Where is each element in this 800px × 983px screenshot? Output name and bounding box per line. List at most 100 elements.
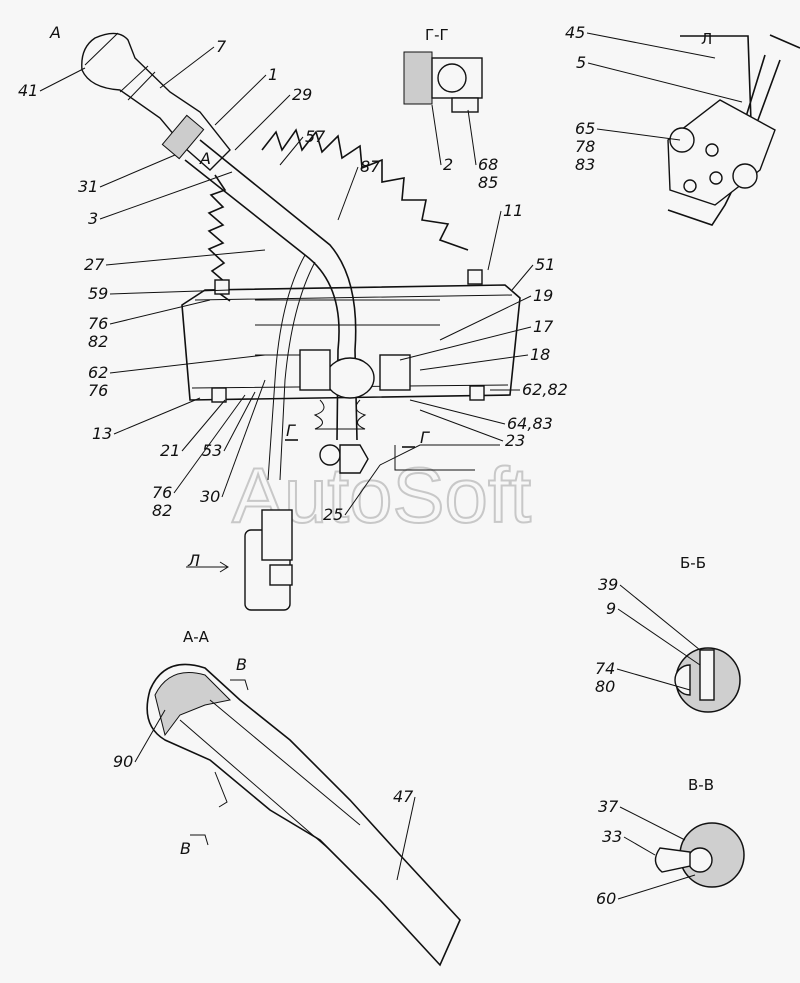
callout-17: 17 bbox=[399, 317, 554, 361]
callout-number: 2 bbox=[443, 155, 453, 174]
leader-line bbox=[619, 806, 686, 841]
leader-line bbox=[134, 709, 166, 763]
callout-45: 45 bbox=[565, 23, 716, 59]
leader-line bbox=[439, 295, 532, 341]
callout-19: 19 bbox=[439, 286, 553, 341]
callout-number: 64,83 bbox=[507, 414, 553, 433]
callout-number: 11 bbox=[503, 201, 523, 220]
callout-number: 85 bbox=[478, 173, 498, 192]
callout-57: 57 bbox=[279, 127, 326, 166]
callout-number: 25 bbox=[323, 505, 343, 524]
callout-39: 39 bbox=[598, 575, 701, 651]
section-v-v-title: В-В bbox=[688, 776, 714, 794]
callout-90: 90 bbox=[113, 709, 166, 771]
callout-62,82: 62,82 bbox=[490, 380, 568, 399]
callout-23: 23 bbox=[419, 409, 525, 450]
callout-number: 74 bbox=[595, 659, 615, 678]
callout-number: 83 bbox=[575, 155, 595, 174]
callout-number: 39 bbox=[598, 575, 618, 594]
leader-line bbox=[586, 32, 716, 59]
callout-number: 80 bbox=[595, 677, 615, 696]
section-g-g-title: Г-Г bbox=[425, 26, 449, 44]
callout-number: 53 bbox=[202, 441, 222, 460]
callout-60: 60 bbox=[596, 874, 696, 908]
callout-В: В bbox=[236, 655, 247, 674]
callout-А: А bbox=[199, 149, 211, 168]
callout-number: 33 bbox=[602, 827, 622, 846]
callout-37: 37 bbox=[598, 797, 686, 841]
callout-number: 29 bbox=[292, 85, 312, 104]
section-v-v-view: В-В bbox=[654, 776, 745, 888]
leader-line bbox=[487, 210, 502, 271]
callout-number: 41 bbox=[18, 81, 38, 100]
callout-11: 11 bbox=[487, 201, 523, 271]
leader-line bbox=[99, 154, 176, 188]
callout-number: 62 bbox=[88, 363, 108, 382]
callout-number: 87 bbox=[360, 157, 381, 176]
leader-line bbox=[279, 136, 304, 166]
housing bbox=[181, 269, 521, 430]
callout-number: 13 bbox=[92, 424, 112, 443]
callout-number: 18 bbox=[530, 345, 550, 364]
leader-line bbox=[234, 94, 291, 151]
callout-3: 3 bbox=[88, 171, 233, 228]
callout-number: 27 bbox=[84, 255, 105, 274]
leader-line bbox=[623, 836, 656, 856]
lever-handle bbox=[81, 32, 231, 171]
leader-line bbox=[214, 74, 267, 126]
callout-number: 45 bbox=[565, 23, 585, 42]
leader-line bbox=[109, 354, 266, 374]
callout-number: 57 bbox=[305, 127, 326, 146]
callout-number: 62,82 bbox=[522, 380, 568, 399]
callout-29: 29 bbox=[234, 85, 312, 151]
callout-number: 78 bbox=[575, 137, 595, 156]
callout-5: 5 bbox=[576, 53, 743, 103]
leader-line bbox=[431, 104, 442, 166]
callout-number: 47 bbox=[393, 787, 414, 806]
callout-59: 59 bbox=[88, 284, 231, 303]
callout-31: 31 bbox=[78, 154, 176, 196]
callout-В: В bbox=[180, 839, 191, 858]
leader-line bbox=[337, 166, 359, 221]
leader-line bbox=[399, 326, 532, 361]
section-b-b-title: Б-Б bbox=[680, 554, 706, 572]
callout-2: 2 bbox=[431, 104, 453, 174]
leader-line bbox=[396, 796, 416, 881]
leader-line bbox=[109, 289, 231, 295]
callout-number: 1 bbox=[268, 65, 278, 84]
callout-1: 1 bbox=[214, 65, 278, 126]
callout-number: А bbox=[49, 23, 61, 42]
callout-27: 27 bbox=[84, 249, 266, 274]
callout-number: 90 bbox=[113, 752, 133, 771]
leader-line bbox=[619, 584, 701, 651]
leader-line bbox=[173, 394, 246, 494]
callout-number: 37 bbox=[598, 797, 619, 816]
leader-line bbox=[587, 62, 743, 103]
section-a-a-title: А-А bbox=[183, 628, 210, 646]
callout-Г: Г bbox=[420, 428, 430, 447]
callout-33: 33 bbox=[602, 827, 656, 856]
callout-30: 30 bbox=[200, 379, 266, 506]
callout-number: 76 bbox=[152, 483, 172, 502]
callout-87: 87 bbox=[337, 157, 381, 221]
leader-line bbox=[467, 109, 477, 166]
callout-number: 65 bbox=[575, 119, 595, 138]
leader-line bbox=[419, 409, 504, 442]
section-a-a-view: А-А bbox=[146, 628, 461, 967]
callout-number: 23 bbox=[505, 431, 525, 450]
callout-47: 47 bbox=[393, 787, 416, 881]
callout-51: 51 bbox=[511, 255, 555, 291]
callout-number: 82 bbox=[88, 332, 108, 351]
callout-number: 60 bbox=[596, 889, 616, 908]
callout-9: 9 bbox=[606, 599, 701, 666]
leader-line bbox=[113, 397, 201, 435]
lower-linkage bbox=[186, 439, 500, 611]
callout-number: 21 bbox=[160, 441, 180, 460]
